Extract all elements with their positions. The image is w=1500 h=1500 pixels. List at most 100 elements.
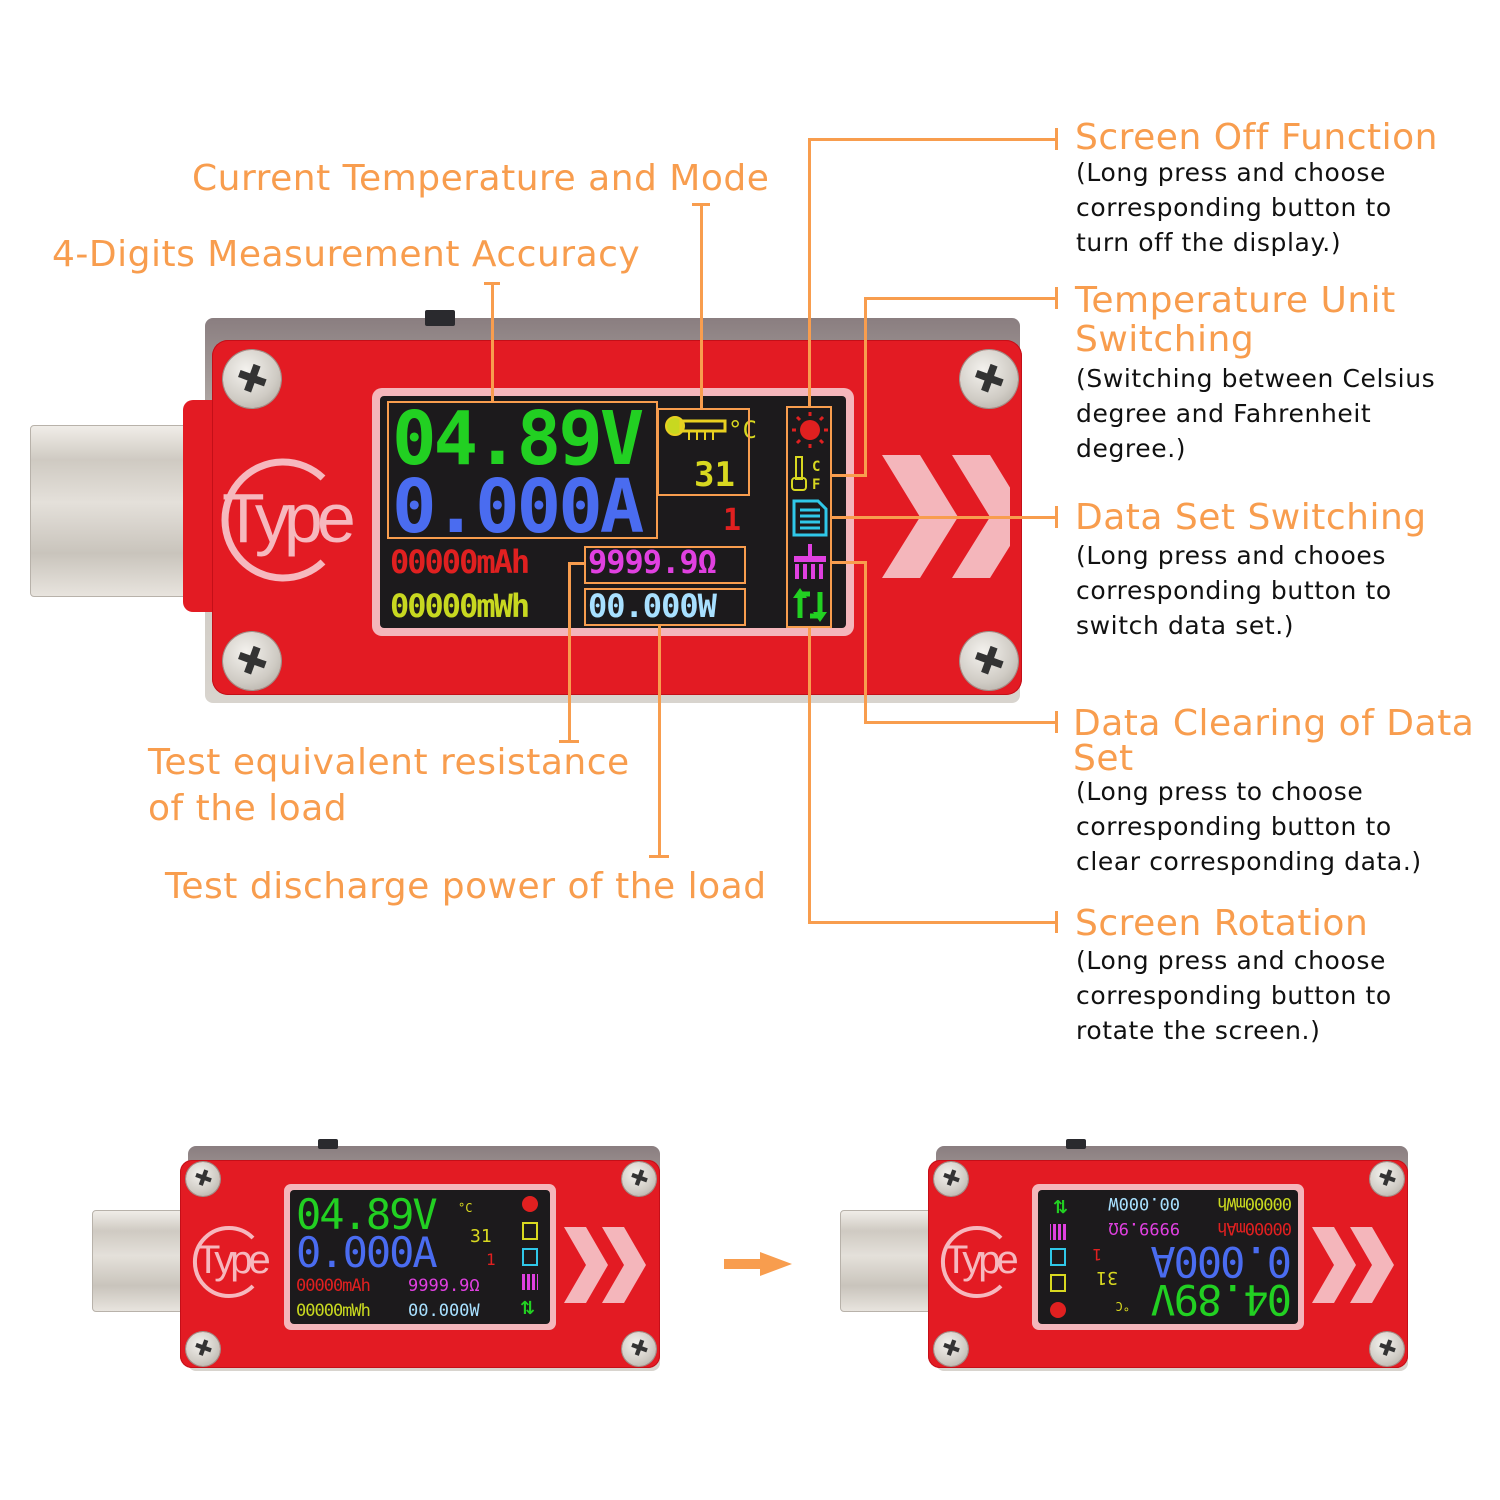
current-readout: 0.000A [296, 1228, 438, 1277]
data-set-number: 1 [486, 1250, 496, 1269]
logo-text: Type [196, 1238, 271, 1282]
side-button[interactable] [1066, 1139, 1086, 1149]
leader-line-power [658, 625, 661, 857]
screw: ✚ [1370, 1162, 1404, 1196]
callout-desc-line: corresponding button to [1076, 981, 1392, 1010]
chevron-arrows-icon [564, 1227, 646, 1303]
temperature-unit-icon[interactable] [1050, 1274, 1066, 1292]
side-button[interactable] [425, 310, 455, 326]
leader-line-screen-off [808, 138, 811, 408]
screw-bottom-right: ✚ [960, 632, 1018, 690]
callout-desc-line: turn off the display.) [1076, 228, 1342, 257]
clear-data-brush-icon[interactable] [1050, 1224, 1066, 1240]
energy-readout: 00000mWh [1218, 1193, 1292, 1213]
label-equivalent-resistance-line1: Test equivalent resistance [148, 742, 630, 783]
callout-title: Screen Rotation [1075, 903, 1369, 944]
temperature-unit-icon[interactable]: C F [788, 454, 832, 494]
callout-box-side-icons [786, 406, 832, 628]
callout-box-power [584, 588, 746, 626]
clear-data-brush-icon[interactable] [522, 1274, 538, 1290]
screw-top-left: ✚ [223, 350, 281, 408]
type-c-logo [941, 1226, 1003, 1298]
rotate-screen-icon[interactable]: ⇅ [1052, 1195, 1068, 1216]
callout-box-voltage-current [387, 401, 658, 539]
screw: ✚ [1370, 1332, 1404, 1366]
temperature-readout: 31 [694, 455, 735, 495]
callout-desc-line: (Long press to choose [1076, 777, 1364, 806]
screw: ✚ [186, 1162, 220, 1196]
callout-box-temperature [657, 408, 750, 496]
screw-bottom-left: ✚ [223, 632, 281, 690]
logo-text: Type [222, 479, 356, 557]
leader-line-rotation [808, 628, 811, 924]
callout-desc-line: (Long press and choose [1076, 946, 1386, 975]
callout-desc-line: clear corresponding data.) [1076, 847, 1422, 876]
data-set-document-icon[interactable] [522, 1248, 538, 1266]
callout-title: Temperature Unit [1075, 280, 1396, 321]
current-readout: 0.000A [392, 464, 644, 550]
temperature-unit: °C [458, 1201, 473, 1215]
power-readout: 00.000W [588, 587, 717, 625]
leader-line-resistance [568, 562, 571, 742]
leader-line-data-clearing [832, 561, 867, 564]
rotate-screen-icon[interactable] [790, 586, 830, 624]
screw: ✚ [934, 1162, 968, 1196]
screw: ✚ [186, 1332, 220, 1366]
energy-readout: 00000mWh [390, 587, 530, 625]
callout-title: Set [1073, 738, 1134, 779]
temperature-unit: °C [728, 416, 757, 444]
voltage-readout: 04.89V [392, 396, 644, 482]
callout-desc-line: corresponding button to [1076, 812, 1392, 841]
leader-line-temperature [700, 203, 703, 409]
power-readout: 00.000W [408, 1301, 480, 1321]
callout-title: Data Set Switching [1075, 497, 1427, 538]
callout-title: Switching [1075, 319, 1255, 360]
type-c-logo [221, 458, 326, 582]
capacity-readout: 00000mAh [1218, 1218, 1292, 1238]
temperature-readout: 31 [470, 1226, 492, 1247]
callout-desc-line: (Long press and choose [1076, 158, 1386, 187]
resistance-readout: 9999.9Ω [1108, 1218, 1180, 1238]
callout-desc-line: (Switching between Celsius [1076, 364, 1436, 393]
screen-off-sun-icon[interactable] [788, 410, 832, 450]
callout-desc-line: (Long press and chooes [1076, 541, 1386, 570]
label-current-temperature-mode: Current Temperature and Mode [192, 158, 770, 199]
power-readout: 00.000W [1108, 1193, 1180, 1213]
lcd-screen: 04.89V 0.000A 31 1 °C 00000mAh 9999.9Ω 0… [290, 1190, 550, 1324]
data-set-document-icon[interactable] [790, 498, 830, 538]
svg-text:C: C [812, 459, 820, 475]
capacity-readout: 00000mAh [390, 543, 530, 581]
energy-readout: 00000mWh [296, 1301, 371, 1321]
transition-arrow-icon [724, 1252, 792, 1276]
screen-off-sun-icon[interactable] [522, 1196, 538, 1212]
callout-desc-line: degree and Fahrenheit [1076, 399, 1372, 428]
temperature-unit-icon[interactable] [522, 1222, 538, 1240]
screen-off-sun-icon[interactable] [1050, 1302, 1066, 1318]
resistance-readout: 9999.9Ω [588, 543, 717, 581]
svg-text:F: F [812, 477, 820, 493]
rotate-screen-icon[interactable]: ⇅ [520, 1298, 536, 1319]
leader-line-temperature-unit [832, 474, 867, 477]
lcd-screen-rotated: 04.89V 0.000A 31 1 °C 00000mAh 9999.9Ω 0… [1038, 1190, 1298, 1324]
data-set-document-icon[interactable] [1050, 1248, 1066, 1266]
clear-data-brush-icon[interactable] [790, 542, 830, 582]
leader-line-data-set [832, 516, 1058, 519]
callout-desc-line: corresponding button to [1076, 193, 1392, 222]
current-readout: 0.000A [1152, 1237, 1292, 1286]
label-four-digit-accuracy: 4-Digits Measurement Accuracy [52, 234, 641, 275]
data-set-number: 1 [723, 503, 742, 538]
leader-line-accuracy [491, 282, 494, 402]
logo-text: Type [944, 1238, 1019, 1282]
usb-c-plug [840, 1210, 942, 1312]
label-equivalent-resistance-line2: of the load [148, 788, 348, 829]
usb-c-plug [30, 425, 197, 597]
resistance-readout: 9999.9Ω [408, 1276, 480, 1296]
callout-box-resistance [584, 546, 746, 584]
voltage-readout: 04.89V [296, 1190, 438, 1239]
callout-desc-line: corresponding button to [1076, 576, 1392, 605]
side-button[interactable] [318, 1139, 338, 1149]
screw: ✚ [934, 1332, 968, 1366]
callout-desc-line: rotate the screen.) [1076, 1016, 1321, 1045]
temperature-readout: 31 [1096, 1267, 1118, 1288]
temperature-unit: °C [1115, 1299, 1130, 1313]
